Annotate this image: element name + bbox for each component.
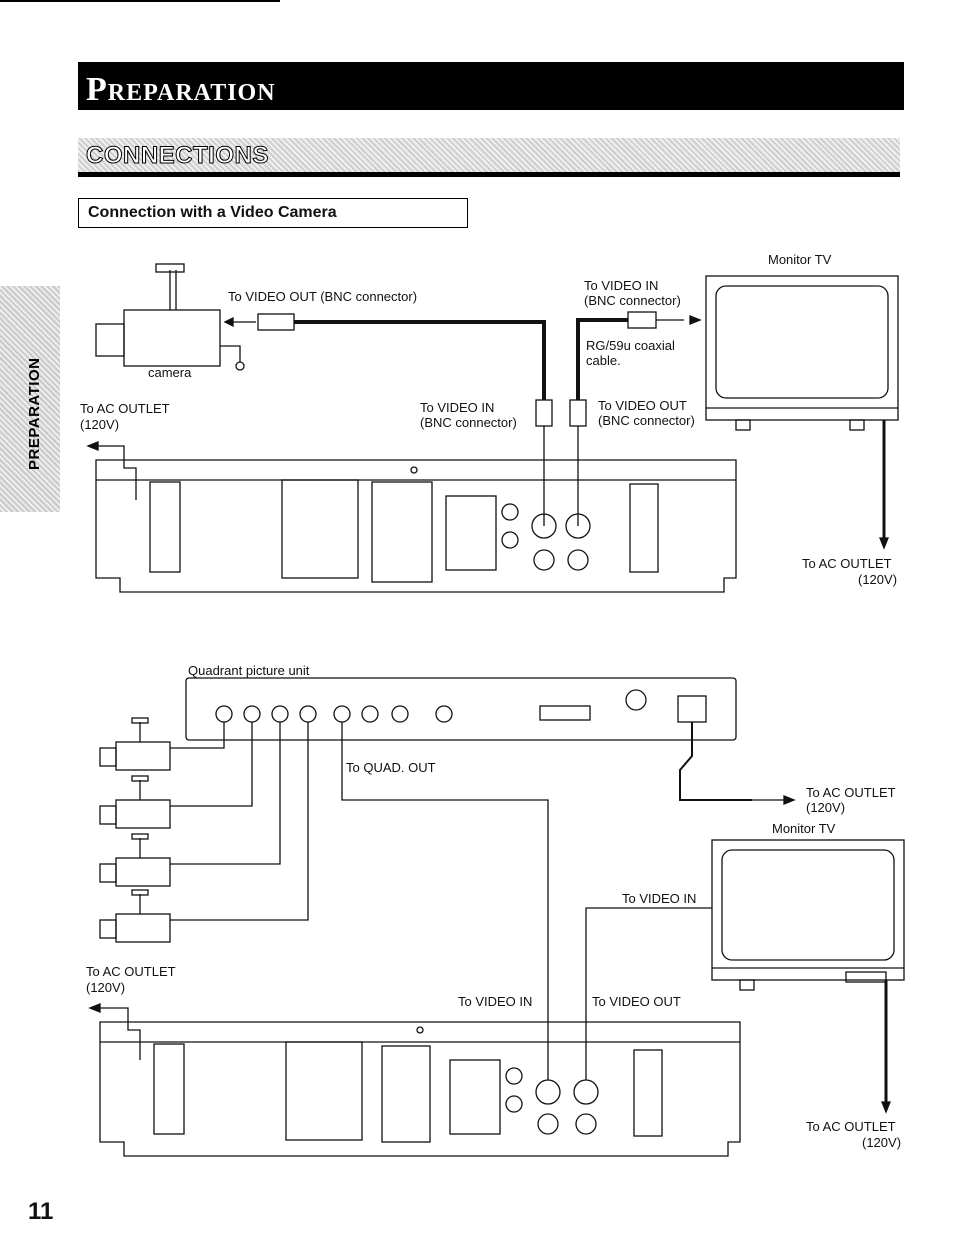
title-bar <box>78 62 904 110</box>
ac-outlet-left-label: To AC OUTLET <box>86 964 176 979</box>
section-title: CONNECTIONS <box>86 142 269 170</box>
video-out-label: To VIDEO OUT (BNC connector) <box>228 289 417 304</box>
cable-label: RG/59u coaxial <box>586 338 675 353</box>
monitor-video-in-label: To VIDEO IN <box>584 278 658 293</box>
camera-icon <box>99 775 171 829</box>
ac-outlet-right-label-2: (120V) <box>862 1135 901 1150</box>
camera-icon <box>99 717 171 771</box>
vcr-video-in-label: To VIDEO IN <box>420 400 494 415</box>
monitor-video-in-label: To VIDEO IN <box>622 891 696 906</box>
ac-outlet-left-label: To AC OUTLET <box>80 401 170 416</box>
monitor-video-in-label-2: (BNC connector) <box>584 293 681 308</box>
camera-icon <box>99 833 171 887</box>
cable-label-2: cable. <box>586 353 621 368</box>
monitor-tv-icon <box>711 839 905 991</box>
page-title: Preparation <box>86 71 276 108</box>
vcr-video-in-label-2: (BNC connector) <box>420 415 517 430</box>
monitor-label-2: Monitor TV <box>772 821 836 836</box>
side-tab <box>0 286 60 512</box>
subsection-title: Connection with a Video Camera <box>88 204 337 221</box>
ac-outlet-quad-label: To AC OUTLET <box>806 785 896 800</box>
monitor-label-1: Monitor TV <box>768 252 832 267</box>
monitor-tv-icon <box>705 275 899 431</box>
camera-icon <box>99 889 171 943</box>
vcr-rear-panel-icon <box>95 459 737 593</box>
ac-outlet-left-label-2: (120V) <box>80 417 119 432</box>
vcr-video-out-label: To VIDEO OUT <box>598 398 687 413</box>
ac-outlet-right-label: To AC OUTLET <box>806 1119 896 1134</box>
ac-outlet-quad-label-2: (120V) <box>806 800 845 815</box>
quad-unit-icon <box>185 677 737 741</box>
vcr-video-out-label-2: (BNC connector) <box>598 413 695 428</box>
quad-unit-label: Quadrant picture unit <box>188 663 310 678</box>
ac-outlet-right-label-2: (120V) <box>858 572 897 587</box>
vcr-video-in-label: To VIDEO IN <box>458 994 532 1009</box>
quad-out-label: To QUAD. OUT <box>346 760 436 775</box>
top-rule <box>0 0 280 2</box>
subsection-box <box>78 198 468 228</box>
ac-outlet-left-label-2: (120V) <box>86 980 125 995</box>
ac-outlet-right-label: To AC OUTLET <box>802 556 892 571</box>
camera-label: camera <box>148 365 192 380</box>
vcr-rear-panel-icon <box>99 1021 741 1157</box>
vcr-video-out-label: To VIDEO OUT <box>592 994 681 1009</box>
camera-icon <box>95 263 245 371</box>
section-bar <box>78 138 900 177</box>
page-number: 11 <box>28 1198 54 1225</box>
